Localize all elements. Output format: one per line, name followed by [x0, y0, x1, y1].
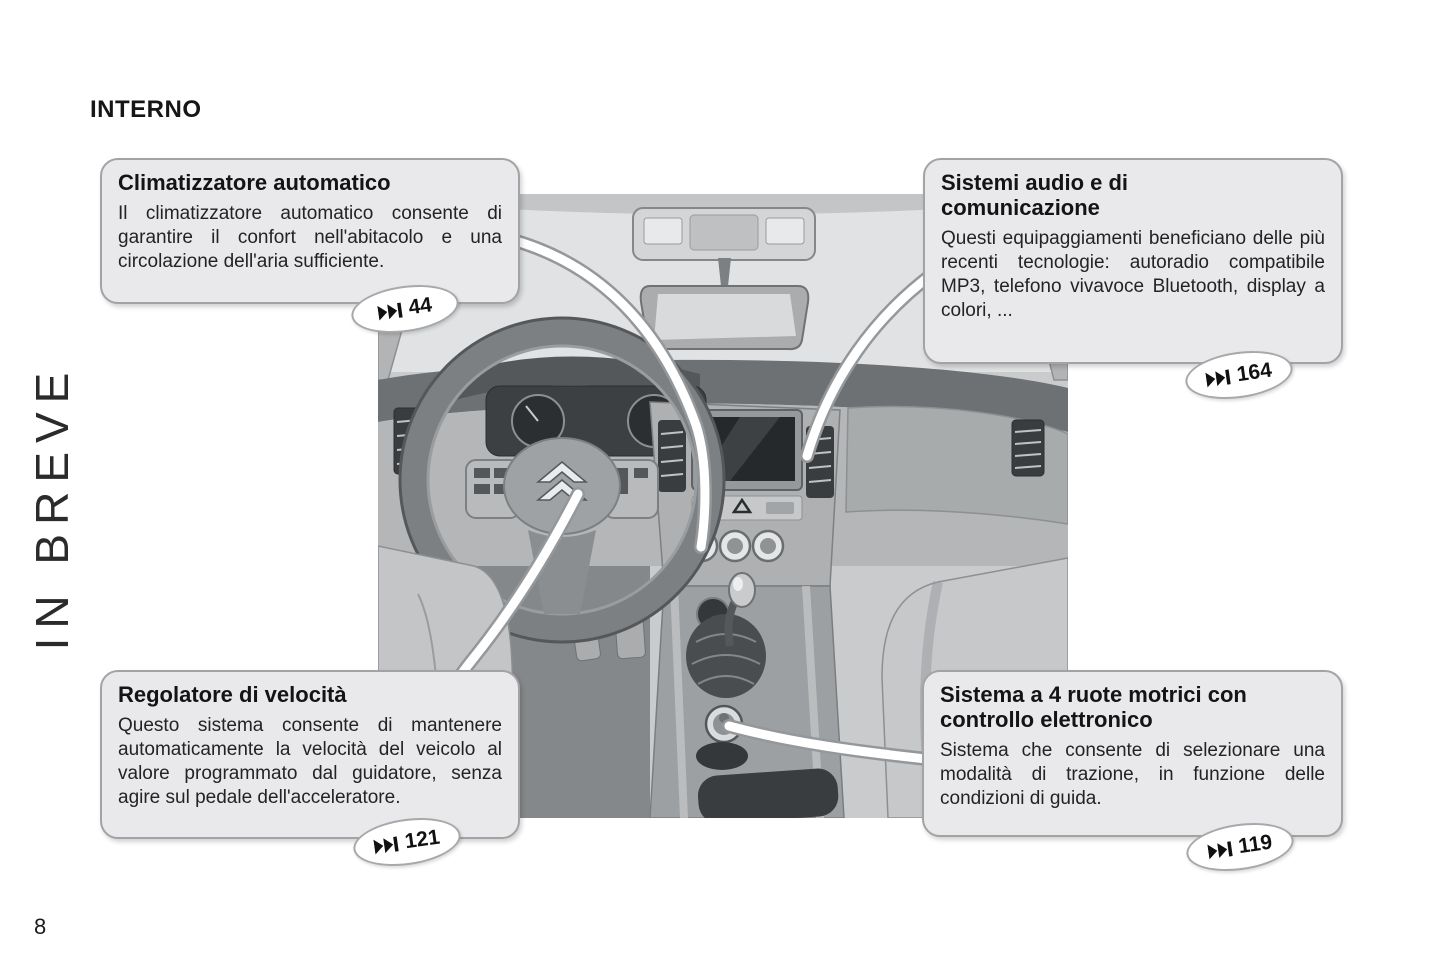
callout-body: Questi equipaggiamenti beneficiano delle… [941, 228, 1325, 321]
callout-title: Climatizzatore automatico [118, 170, 391, 195]
page-reference-badge: 44 [348, 278, 462, 340]
page-number: 8 [34, 914, 47, 939]
callout-title: Sistemi audio e di comunicazione [941, 170, 1129, 220]
callout-audio-systems: Sistemi audio e di comunicazione Questi … [923, 158, 1343, 364]
callout-body: Sistema che consente di selezionare una … [940, 740, 1325, 809]
passenger-air-vent [1011, 419, 1045, 477]
fast-forward-icon [373, 835, 399, 855]
page-reference-number: 44 [407, 293, 434, 320]
gear-lever [686, 572, 766, 698]
callout-climate-control: Climatizzatore automatico Il climatizzat… [100, 158, 520, 304]
fast-forward-icon [377, 302, 403, 321]
callout-title: Regolatore di velocità [118, 682, 347, 707]
page-reference-number: 164 [1235, 358, 1274, 387]
drive-mode-selector [704, 704, 744, 744]
page-reference-number: 121 [403, 825, 442, 854]
overhead-console [632, 207, 816, 261]
center-console [649, 572, 845, 824]
page-title: INTERNO [90, 96, 202, 123]
page-reference-number: 119 [1236, 830, 1274, 859]
chapter-tab-label: IN BREVE [26, 363, 78, 651]
callout-title: Sistema a 4 ruote motrici con controllo … [940, 682, 1247, 732]
page-reference-badge: 121 [350, 811, 464, 873]
callout-cruise-control: Regolatore di velocità Questo sistema co… [100, 670, 520, 839]
fast-forward-icon [1206, 840, 1233, 859]
page-reference-badge: 164 [1182, 344, 1296, 406]
armrest [697, 768, 839, 824]
storage-bin [696, 742, 748, 770]
page-reference-badge: 119 [1183, 816, 1297, 878]
callout-four-wheel-drive: Sistema a 4 ruote motrici con controllo … [922, 670, 1343, 837]
fast-forward-icon [1205, 368, 1231, 388]
callout-body: Questo sistema consente di mantenere aut… [118, 715, 502, 808]
callout-body: Il climatizzatore automatico consente di… [118, 203, 502, 272]
